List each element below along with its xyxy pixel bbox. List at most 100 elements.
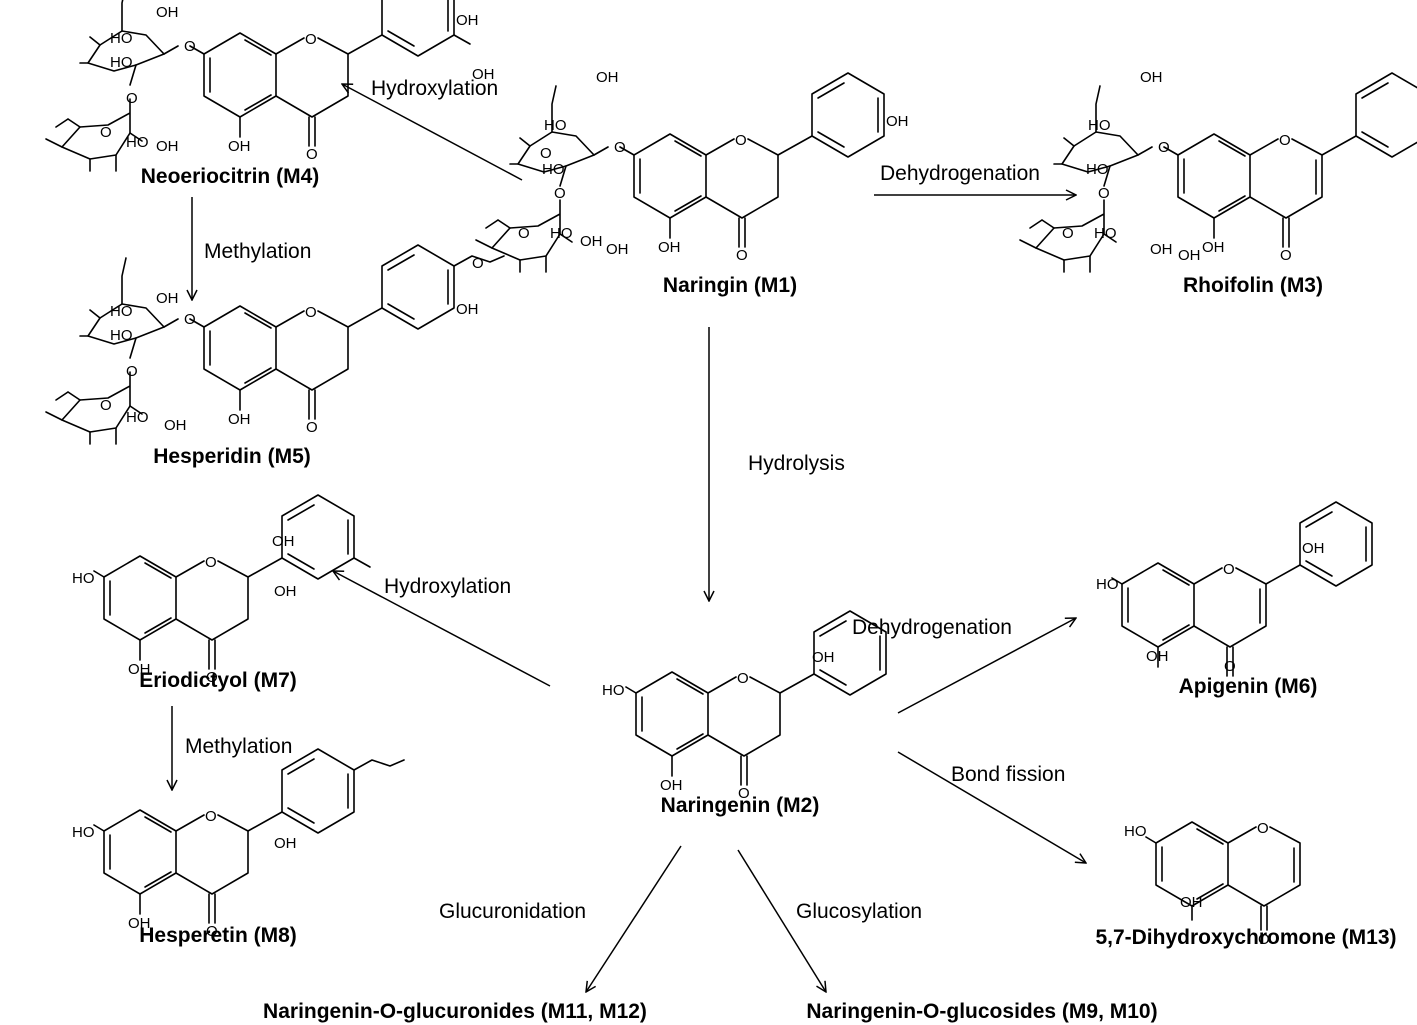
atom-label: HO (1124, 823, 1147, 840)
atom-label: O (540, 145, 552, 162)
atom-label: HO (602, 682, 625, 699)
atom-label: O (205, 808, 217, 825)
atom-label: OH (1180, 894, 1203, 911)
apigenin-structure-icon: O HO OH O OH (1096, 501, 1373, 677)
atom-label: O (305, 31, 317, 48)
reaction-label-hydroxylation-m2-m7: Hydroxylation (384, 575, 511, 598)
arrow-glucosylation-m2 (737, 849, 826, 992)
reaction-label-bond-fission: Bond fission (951, 763, 1065, 786)
reaction-label-glucuronidation: Glucuronidation (439, 900, 586, 923)
atom-label: OH (1178, 247, 1201, 264)
atom-label: O (306, 146, 318, 163)
atom-label: HO (1096, 576, 1119, 593)
atom-label: OH (1202, 239, 1225, 256)
reaction-label-dehydrogenation-m1-m3: Dehydrogenation (880, 162, 1040, 185)
atom-label: OH (456, 301, 479, 318)
compound-name-m8: Hesperetin (M8) (139, 924, 297, 947)
atom-label: HO (544, 117, 567, 134)
compound-name-m4: Neoeriocitrin (M4) (141, 165, 320, 188)
atom-label: OH (228, 411, 251, 428)
atom-label: O (1158, 139, 1170, 156)
atom-label: OH (1302, 540, 1325, 557)
reaction-label-methylation-m4-m5: Methylation (204, 240, 311, 263)
atom-label: O (736, 247, 748, 264)
atom-label: O (206, 923, 218, 940)
atom-label: O (1223, 561, 1235, 578)
atom-label: O (735, 132, 747, 149)
atom-label: OH (886, 113, 909, 130)
atom-label: OH (274, 583, 297, 600)
compound-name-m7: Eriodictyol (M7) (139, 669, 297, 692)
atom-label: O (554, 185, 566, 202)
arrow-glucuronidation-m2 (586, 845, 682, 992)
atom-label: OH (580, 233, 603, 250)
atom-label: OH (456, 12, 479, 29)
atom-label: O (1280, 247, 1292, 264)
atom-label: O (738, 785, 750, 802)
atom-label: O (126, 363, 138, 380)
atom-label: O (184, 311, 196, 328)
naringin-structure-icon: O O OH O OH OH O HO HO O O HO OH OH (475, 69, 909, 273)
rhoifolin-structure-icon: O O OH O OH OH HO HO O O HO OH OH (1019, 69, 1417, 273)
reaction-label-hydrolysis: Hydrolysis (748, 452, 845, 475)
atom-label: O (305, 304, 317, 321)
atom-label: OH (1150, 241, 1173, 258)
eriodictyol-structure-icon: O HO OH O OH OH (72, 494, 371, 686)
atom-label: OH (1140, 69, 1163, 86)
hesperetin-structure-icon: O HO OH O OH (72, 748, 405, 940)
compound-name-m9-m10: Naringenin-O-glucosides (M9, M10) (806, 1000, 1157, 1023)
compound-name-m1: Naringin (M1) (663, 274, 797, 297)
atom-label: OH (272, 533, 295, 550)
atom-label: HO (110, 327, 133, 344)
atom-label: HO (542, 161, 565, 178)
atom-label: O (1224, 658, 1236, 675)
atom-label: OH (156, 4, 179, 21)
atom-label: HO (126, 409, 149, 426)
atom-label: HO (550, 225, 573, 242)
atom-label: OH (660, 777, 683, 794)
compound-name-m13: 5,7-Dihydroxychromone (M13) (1095, 926, 1396, 949)
atom-label: O (614, 139, 626, 156)
arrow-bond-fission-m2-m13 (897, 751, 1086, 863)
atom-label: O (206, 669, 218, 686)
atom-label: OH (228, 138, 251, 155)
atom-label: OH (156, 138, 179, 155)
atom-label: O (1258, 931, 1270, 948)
reaction-label-glucosylation: Glucosylation (796, 900, 922, 923)
atom-label: O (1257, 820, 1269, 837)
compound-name-m5: Hesperidin (M5) (153, 445, 311, 468)
reaction-label-methylation-m7-m8: Methylation (185, 735, 292, 758)
atom-label: O (184, 38, 196, 55)
arrow-hydroxylation-m2-m7 (333, 571, 551, 687)
atom-label: HO (126, 134, 149, 151)
reaction-label-hydroxylation-m1-m4: Hydroxylation (371, 77, 498, 100)
atom-label: OH (128, 915, 151, 932)
atom-label: OH (274, 835, 297, 852)
atom-label: OH (1146, 648, 1169, 665)
atom-label: OH (596, 69, 619, 86)
naringenin-structure-icon: O HO OH O OH (602, 610, 887, 802)
atom-label: O (518, 225, 530, 242)
compound-name-m11-m12: Naringenin-O-glucuronides (M11, M12) (263, 1000, 647, 1023)
atom-label: OH (164, 417, 187, 434)
atom-label: O (100, 397, 112, 414)
atom-label: HO (72, 824, 95, 841)
atom-label: O (737, 670, 749, 687)
atom-label: OH (658, 239, 681, 256)
hesperidin-structure-icon: O O OH O O OH OH HO HO O O HO OH (45, 244, 505, 445)
atom-label: HO (72, 570, 95, 587)
compound-name-m2: Naringenin (M2) (661, 794, 820, 817)
atom-label: OH (812, 649, 835, 666)
atom-label: O (306, 419, 318, 436)
reaction-label-dehydrogenation-m2-m6: Dehydrogenation (852, 616, 1012, 639)
atom-label: HO (1094, 225, 1117, 242)
atom-label: O (205, 554, 217, 571)
atom-label: O (472, 255, 484, 272)
arrow-hydroxylation-m1-m4 (342, 84, 523, 181)
atom-label: O (126, 90, 138, 107)
atom-label: O (100, 124, 112, 141)
atom-label: OH (472, 66, 495, 83)
atom-label: O (1062, 225, 1074, 242)
atom-label: OH (128, 661, 151, 678)
